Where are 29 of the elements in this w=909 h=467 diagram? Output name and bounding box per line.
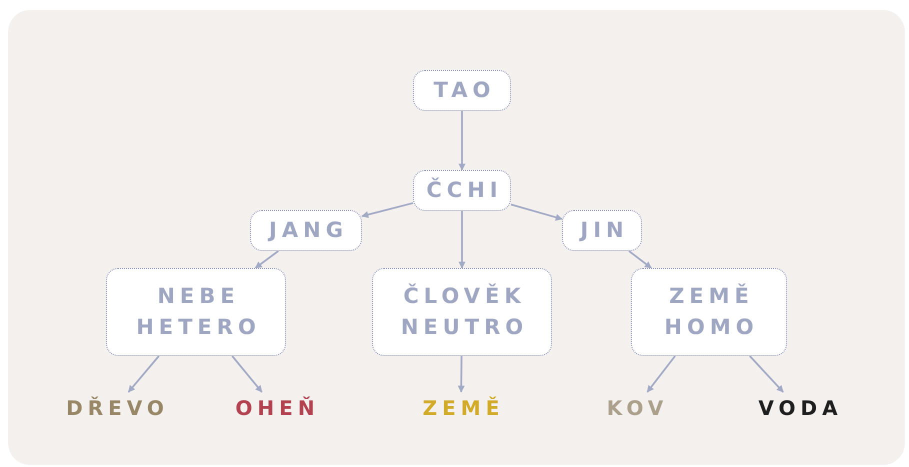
node-label: JIN: [578, 217, 629, 244]
concept-box: [631, 268, 787, 356]
concept-box: [562, 210, 642, 251]
node-label: TAO: [432, 77, 496, 104]
node-label: KOV: [606, 394, 668, 422]
node-label: ZEMĚ: [422, 394, 504, 422]
arrow: [128, 355, 160, 393]
concept-box: [106, 268, 286, 356]
concept-box: [413, 170, 511, 211]
arrow: [458, 111, 466, 171]
node-label: OHEŇ: [234, 394, 320, 422]
node-label: ČCHI: [425, 176, 503, 204]
node-label: ZEMĚ HOMO: [663, 282, 760, 341]
arrow: [628, 250, 652, 269]
node-label: VODA: [757, 394, 843, 422]
node-label: DŘEVO: [65, 394, 169, 422]
concept-box: [413, 70, 511, 111]
arrow: [458, 356, 465, 393]
arrow: [646, 355, 676, 393]
arrow: [458, 211, 466, 269]
node-label: JANG: [266, 217, 348, 244]
concept-box: [372, 268, 552, 356]
arrow: [749, 355, 784, 393]
node-label: NEBE HETERO: [135, 283, 262, 341]
arrow: [232, 355, 263, 393]
node-label: ČLOVĚK NEUTRO: [400, 282, 530, 341]
arrow: [361, 202, 414, 218]
arrow: [510, 204, 563, 221]
concept-box: [250, 210, 362, 251]
